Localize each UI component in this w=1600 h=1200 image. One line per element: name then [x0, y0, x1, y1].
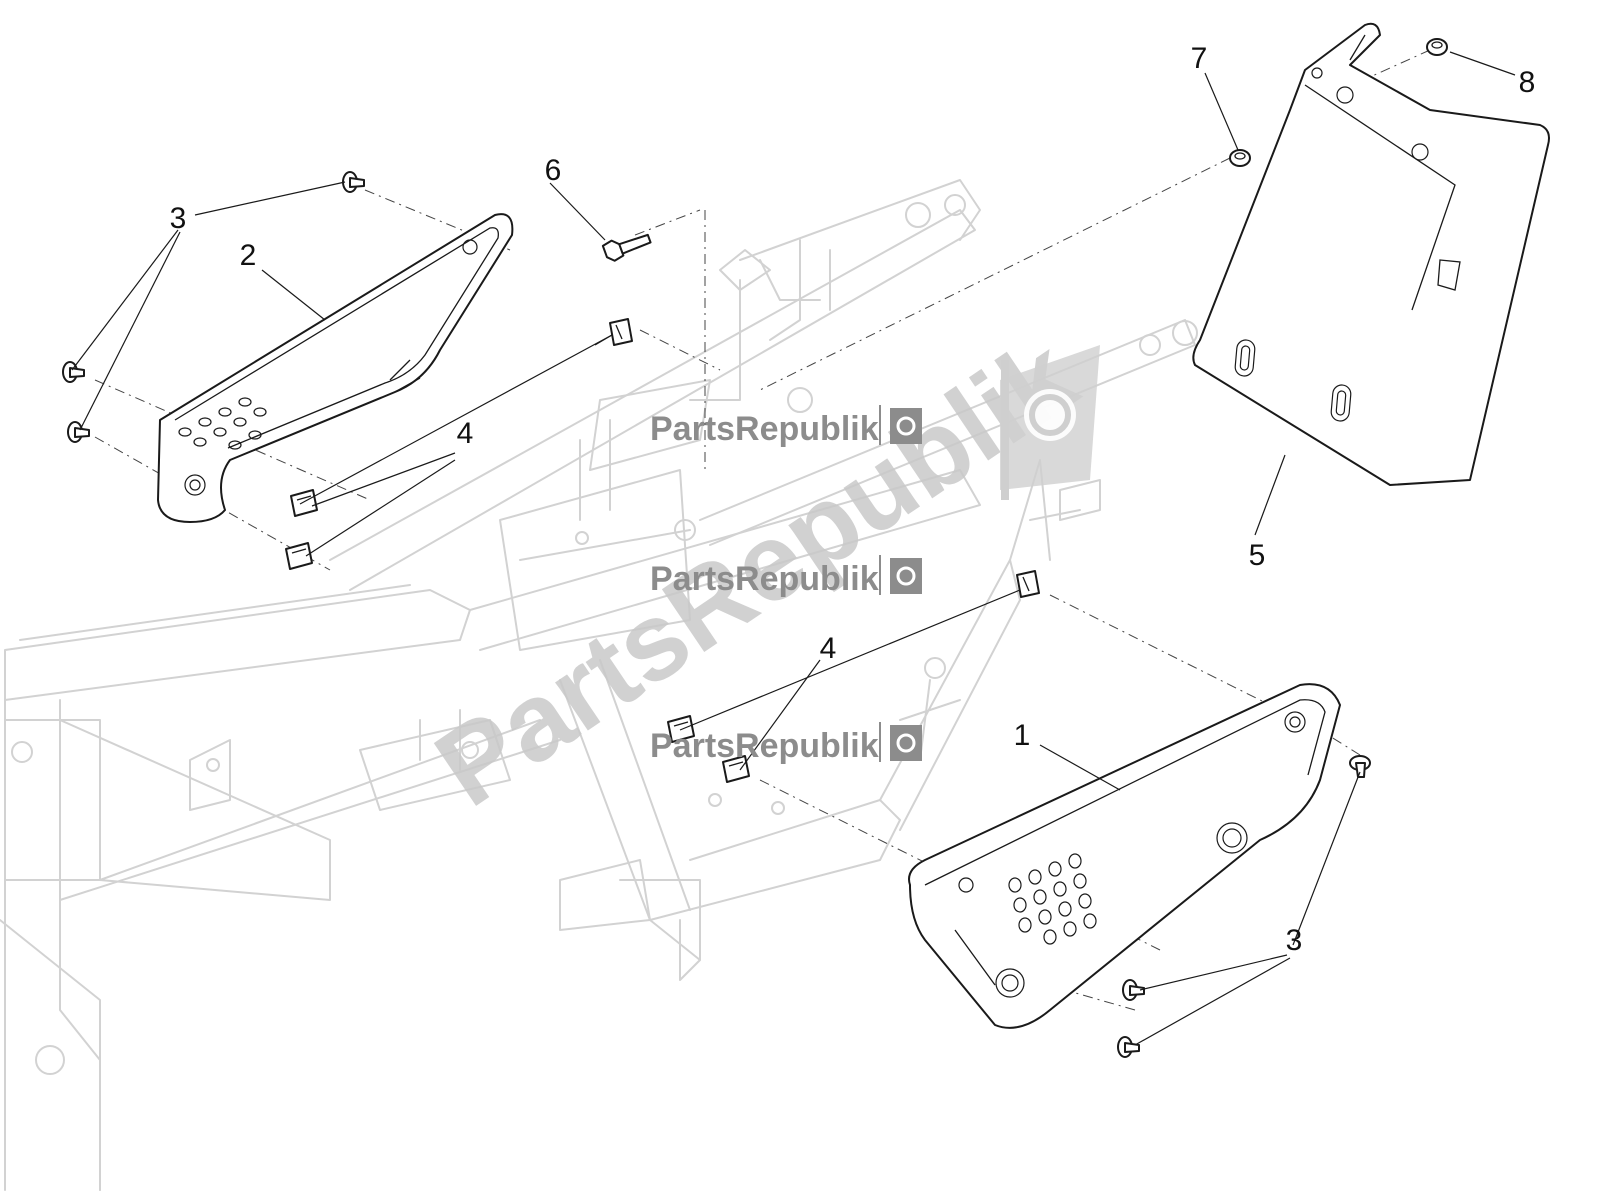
watermark-brand-text: PartsRepublik [650, 727, 879, 765]
watermark-logo [1000, 345, 1100, 500]
side-cover-left[interactable] [157, 213, 514, 523]
callout-3: 3 [170, 202, 187, 235]
clip [722, 755, 750, 783]
screw [1349, 755, 1371, 778]
nut-7[interactable] [1229, 149, 1251, 167]
clip [609, 318, 633, 346]
screw [1122, 979, 1145, 1001]
callout-8: 8 [1519, 66, 1536, 99]
watermark-brand-text: PartsRepublik [650, 410, 879, 448]
callout-3: 3 [1286, 924, 1303, 957]
callout-1: 1 [1014, 719, 1031, 752]
screws[interactable] [62, 171, 1371, 1058]
side-cover-right[interactable] [908, 683, 1341, 1029]
watermark-row-2: PartsRepublik [650, 555, 922, 598]
clip [285, 542, 313, 570]
watermark-brand-text: PartsRepublik [650, 560, 879, 598]
callout-2: 2 [240, 239, 257, 272]
watermark: PartsRepublik PartsRepublik PartsRepubli… [415, 314, 1100, 830]
callout-6: 6 [545, 154, 562, 187]
gear-flag-icon [890, 408, 922, 444]
bolt[interactable] [601, 228, 652, 263]
clip [1016, 570, 1040, 598]
screw [67, 421, 90, 443]
rear-plate[interactable] [1192, 22, 1550, 486]
callout-4: 4 [820, 632, 837, 665]
screw [62, 361, 85, 383]
clip [290, 489, 318, 517]
gear-flag-icon [890, 558, 922, 594]
vent-holes [178, 397, 267, 450]
nut-8[interactable] [1426, 38, 1448, 56]
leader-lines [71, 51, 1516, 1046]
watermark-row-3: PartsRepublik [650, 722, 922, 765]
gear-flag-icon [890, 725, 922, 761]
motorcycle-frame [0, 179, 1198, 1191]
watermark-row-1: PartsRepublik [650, 405, 922, 448]
vent-holes [1008, 853, 1097, 945]
callout-4: 4 [457, 417, 474, 450]
callout-5: 5 [1249, 539, 1266, 572]
callout-labels: 1 2 3 3 4 4 5 6 7 8 [170, 42, 1536, 957]
callout-7: 7 [1191, 42, 1208, 75]
screw [1117, 1036, 1140, 1058]
screw [342, 171, 365, 193]
